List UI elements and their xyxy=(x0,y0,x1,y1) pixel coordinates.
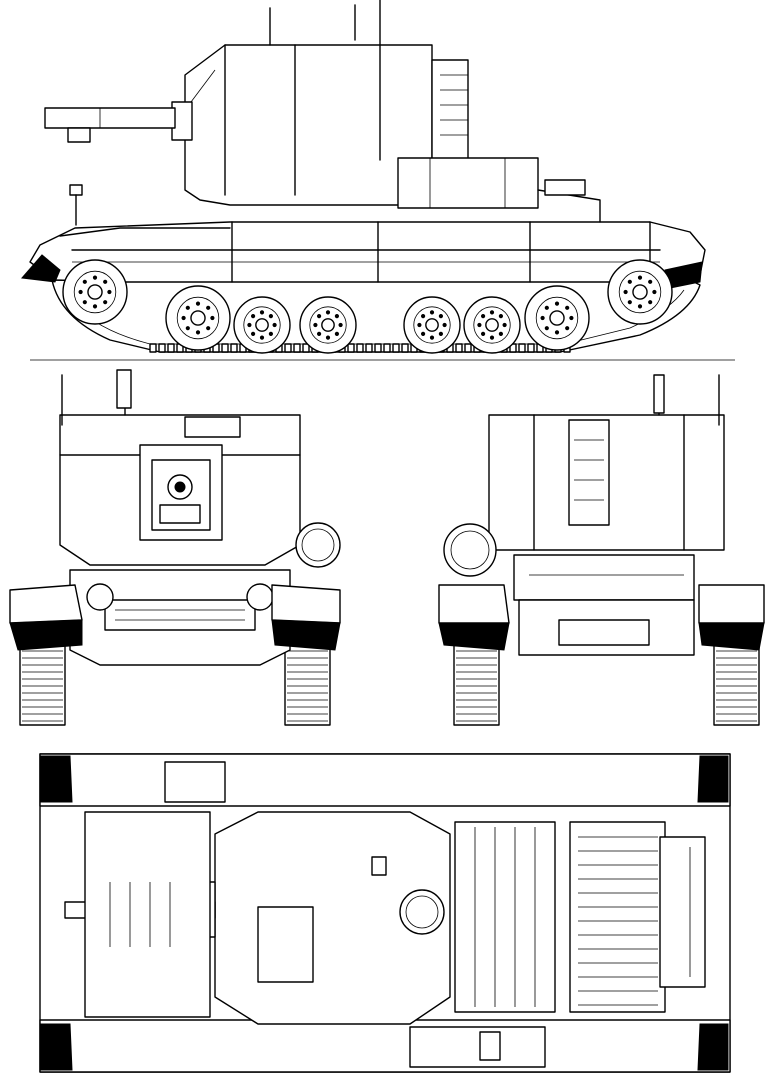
track-link xyxy=(167,343,175,353)
rear-elevation-view xyxy=(384,365,768,735)
road-wheel-5 xyxy=(403,296,461,354)
track-link xyxy=(284,343,292,353)
track-link xyxy=(293,343,301,353)
plan-view xyxy=(0,742,768,1084)
left-guard xyxy=(39,753,731,807)
track-link xyxy=(527,343,535,353)
deck-slats xyxy=(578,836,658,1006)
track-links xyxy=(456,636,757,722)
right-guard xyxy=(39,1019,731,1073)
road-wheel-6 xyxy=(463,296,521,354)
track-links xyxy=(22,636,328,722)
track-link xyxy=(356,343,364,353)
road-wheel-1 xyxy=(62,259,128,325)
track-link xyxy=(374,343,382,353)
left-headlamp xyxy=(86,583,114,611)
track-link xyxy=(455,343,463,353)
track-link xyxy=(230,343,238,353)
track-link xyxy=(347,343,355,353)
road-wheel-4 xyxy=(299,296,357,354)
right-headlamp xyxy=(246,583,274,611)
track-link xyxy=(158,343,166,353)
spare-wheel xyxy=(295,522,341,568)
front-elevation-view xyxy=(0,365,384,735)
track-link xyxy=(464,343,472,353)
casemate xyxy=(44,0,601,226)
track-link xyxy=(302,343,310,353)
road-wheel-3 xyxy=(233,296,291,354)
roof-hatch xyxy=(399,889,445,935)
track-link xyxy=(401,343,409,353)
track-link xyxy=(383,343,391,353)
track-link xyxy=(392,343,400,353)
road-wheels xyxy=(62,259,673,354)
road-wheel-8 xyxy=(607,259,673,325)
track xyxy=(51,279,701,353)
rear-rack xyxy=(568,419,610,526)
track-link xyxy=(365,343,373,353)
track-link xyxy=(149,343,157,353)
track-link xyxy=(518,343,526,353)
track-link xyxy=(221,343,229,353)
spare-wheel xyxy=(443,523,497,577)
road-wheel-2 xyxy=(165,285,231,351)
engine-deck xyxy=(454,821,666,1013)
road-wheel-7 xyxy=(524,285,590,351)
side-elevation-view xyxy=(0,0,768,365)
